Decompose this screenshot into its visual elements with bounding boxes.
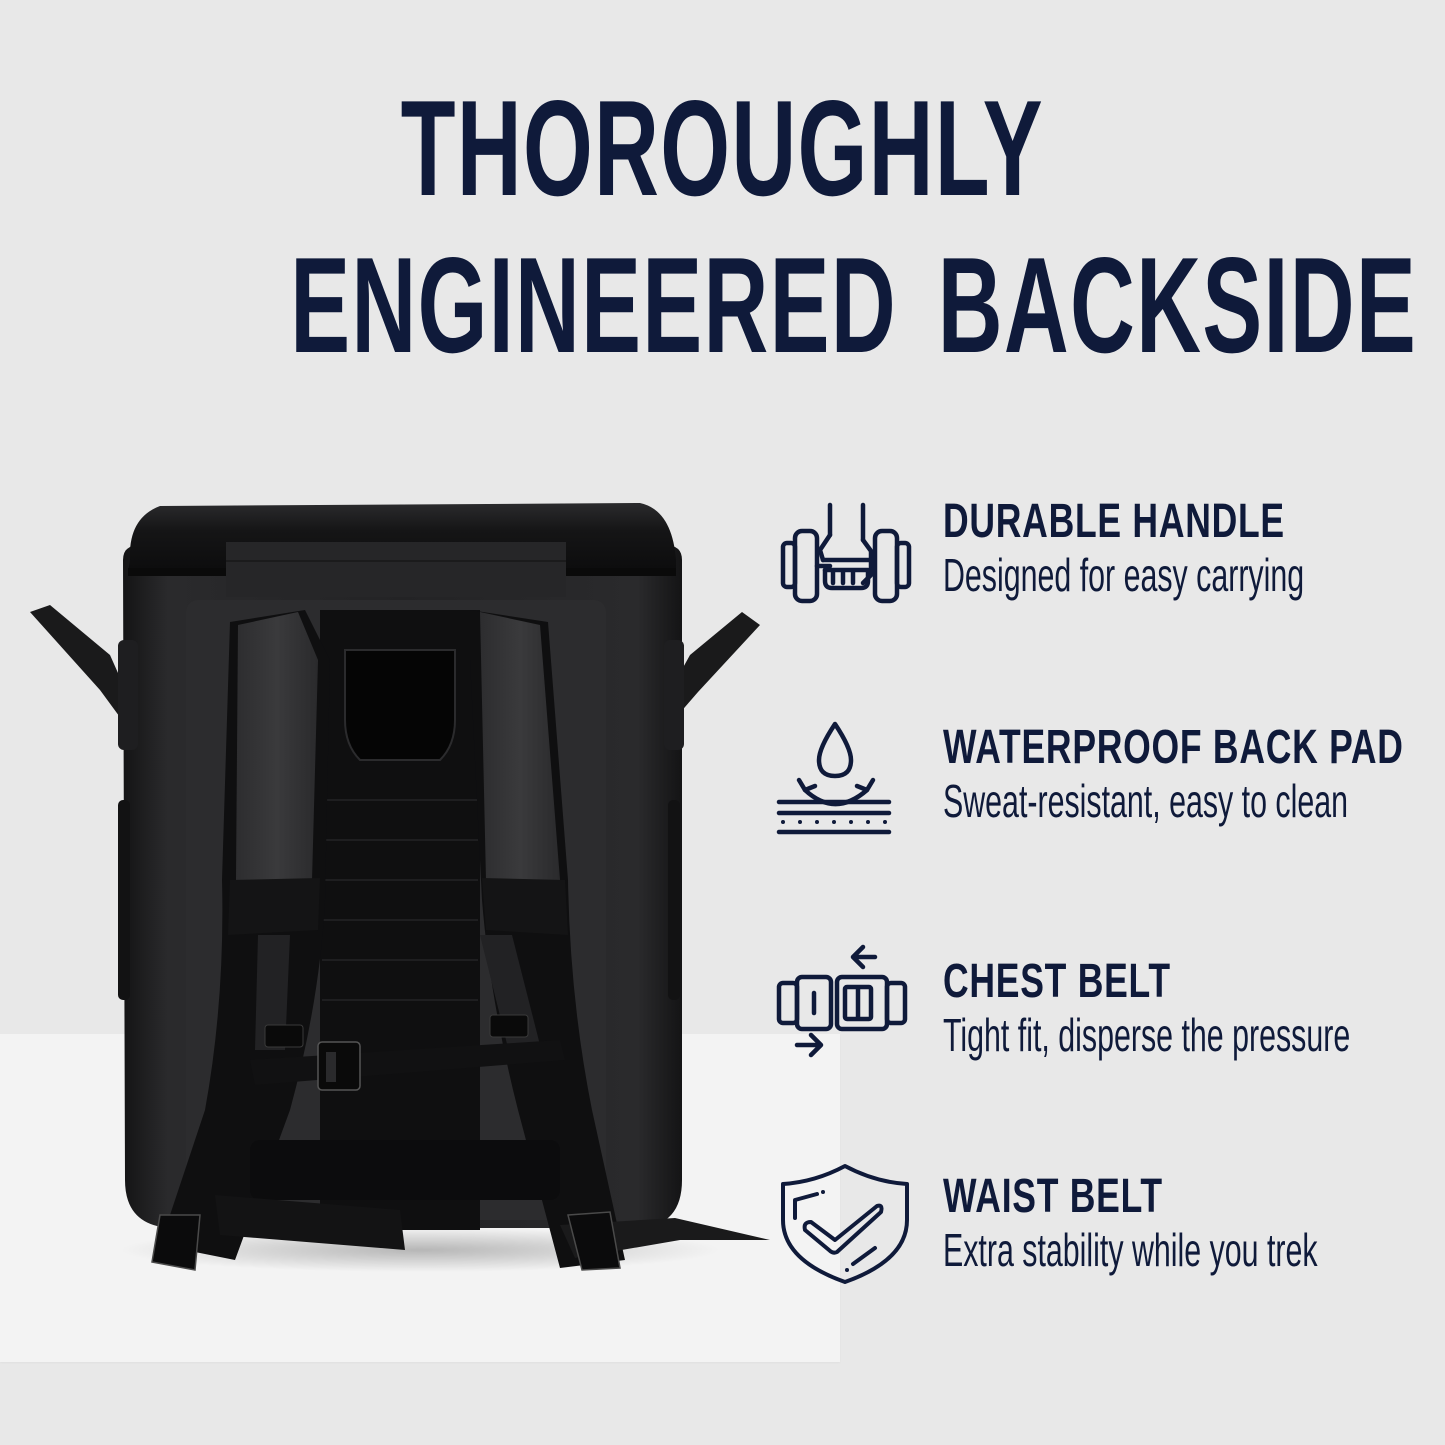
feature-subtitle: Sweat-resistant, easy to clean [943,775,1349,827]
feature-subtitle: Extra stability while you trek [943,1224,1318,1276]
feature-waist-belt: WAIST BELT Extra stability while you tre… [775,1160,1435,1284]
backpack-image [30,503,770,1272]
feature-heading: WAIST BELT [943,1170,1163,1223]
water-drop-layers-icon [776,721,892,835]
feature-subtitle: Designed for easy carrying [943,549,1305,601]
feature-chest-belt: CHEST BELT Tight fit, disperse the press… [775,935,1435,1059]
title-line-1-text: THOROUGHLY [400,72,1045,224]
buckle-arrows-icon [776,944,908,1058]
feature-heading: CHEST BELT [943,955,1171,1008]
feature-durable-handle: DURABLE HANDLE Designed for easy carryin… [775,495,1435,615]
page-title-line-1: THOROUGHLY [0,80,1445,216]
feature-waterproof-back-pad: WATERPROOF BACK PAD Sweat-resistant, eas… [775,718,1435,838]
hand-grip-handle-icon [780,502,912,604]
title-line-2-text: ENGINEERED BACKSIDE [290,229,1418,381]
shield-check-icon [781,1164,909,1284]
page-title-line-2: ENGINEERED BACKSIDE [0,237,1445,373]
feature-heading: DURABLE HANDLE [943,495,1285,548]
feature-subtitle: Tight fit, disperse the pressure [943,1009,1351,1061]
feature-heading: WATERPROOF BACK PAD [943,721,1404,774]
